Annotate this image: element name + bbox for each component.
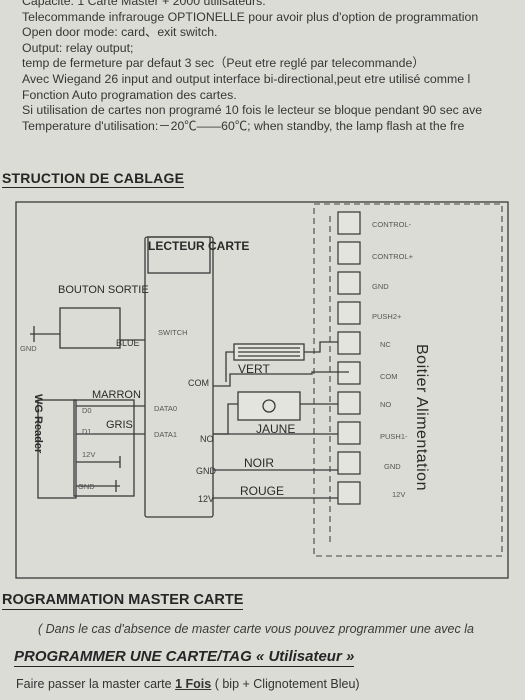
step-suffix: ( bip + Clignotement Bleu)	[214, 677, 360, 691]
intro-line: Capacité: 1 Carte Master + 2000 utilisat…	[22, 0, 266, 8]
pin-gnd-label: GND	[196, 466, 216, 476]
pin-data0-label: DATA0	[154, 404, 178, 413]
step-prefix: Faire passer la master carte	[16, 677, 172, 691]
exit-button-outline	[59, 307, 121, 349]
vert-wire-label: VERT	[238, 362, 270, 376]
pin-com-label: COM	[188, 378, 209, 388]
terminal-label: NC	[380, 340, 391, 349]
terminal-label: 12V	[392, 490, 406, 499]
wiring-diagram: LECTEUR CARTE BOUTON SORTIE GND BLUE MAR…	[12, 194, 515, 582]
terminal-label: CONTROL-	[372, 220, 412, 229]
d0-label: D0	[82, 406, 92, 415]
noir-wire-label: NOIR	[244, 456, 274, 470]
intro-line: Si utilisation de cartes non programé 10…	[22, 103, 483, 118]
master-programming-title: ROGRAMMATION MASTER CARTE	[2, 592, 244, 610]
d1-label: D1	[82, 427, 92, 436]
wiring-section-title: STRUCTION DE CABLAGE	[2, 170, 185, 188]
terminal-label: GND	[372, 282, 389, 291]
intro-line: Temperature d'utilisation:－20℃——60℃; whe…	[22, 118, 465, 133]
terminal-label: COM	[380, 372, 398, 381]
user-programming-title: PROGRAMMER UNE CARTE/TAG « Utilisateur »	[14, 648, 355, 667]
power-box-label: Boitier Alimentation	[413, 344, 430, 491]
exit-button-label: BOUTON SORTIE	[58, 284, 149, 296]
pin-no-label: NO	[200, 434, 214, 444]
rouge-wire-label: ROUGE	[240, 484, 285, 498]
intro-line: Fonction Auto programation des cartes.	[22, 87, 237, 102]
intro-line: Avec Wiegand 26 input and output interfa…	[22, 71, 471, 86]
gris-wire-label: GRIS	[106, 419, 133, 431]
intro-line: Open door mode: card、exit switch.	[22, 25, 218, 40]
wg-reader-label: WG Reader	[32, 394, 44, 454]
blue-wire-label: BLUE	[116, 338, 140, 348]
wiring-diagram-lines	[15, 201, 509, 579]
wg-gnd-label: GND	[78, 482, 95, 491]
terminal-label: NO	[380, 400, 392, 409]
wg-12v-label: 12V	[82, 450, 96, 459]
reader-box-label: LECTEUR CARTE	[148, 239, 250, 253]
reader-box-header	[147, 236, 211, 274]
jaune-wire-label: JAUNE	[256, 422, 296, 436]
intro-line: Output: relay output;	[22, 40, 134, 55]
master-programming-note: ( Dans le cas d'absence de master carte …	[38, 622, 474, 636]
terminal-label: PUSH2+	[372, 312, 402, 321]
outer-frame	[15, 201, 509, 579]
terminal-blocks	[337, 211, 361, 505]
programming-step: Faire passer la master carte 1 Fois ( bi…	[16, 677, 360, 691]
intro-text: Capacité: 1 Carte Master + 2000 utilisat…	[22, 0, 525, 134]
wg-reader-outline	[37, 399, 77, 499]
terminal-label: CONTROL+	[372, 252, 414, 261]
wg-wires-box	[73, 399, 135, 497]
intro-line: Telecommande infrarouge OPTIONELLE pour …	[22, 9, 479, 24]
marron-wire-label: MARRON	[92, 389, 141, 401]
pin-switch-label: SWITCH	[158, 328, 188, 337]
pin-data1-label: DATA1	[154, 430, 178, 439]
terminal-label: PUSH1-	[380, 432, 408, 441]
pin-12v-label: 12V	[198, 494, 215, 504]
intro-line: temp de fermeture par defaut 3 sec（Peut …	[22, 56, 425, 71]
gnd-button-label: GND	[20, 344, 37, 353]
step-count: 1 Fois	[175, 677, 212, 691]
terminal-label: GND	[384, 462, 401, 471]
power-box-outline	[313, 203, 503, 557]
